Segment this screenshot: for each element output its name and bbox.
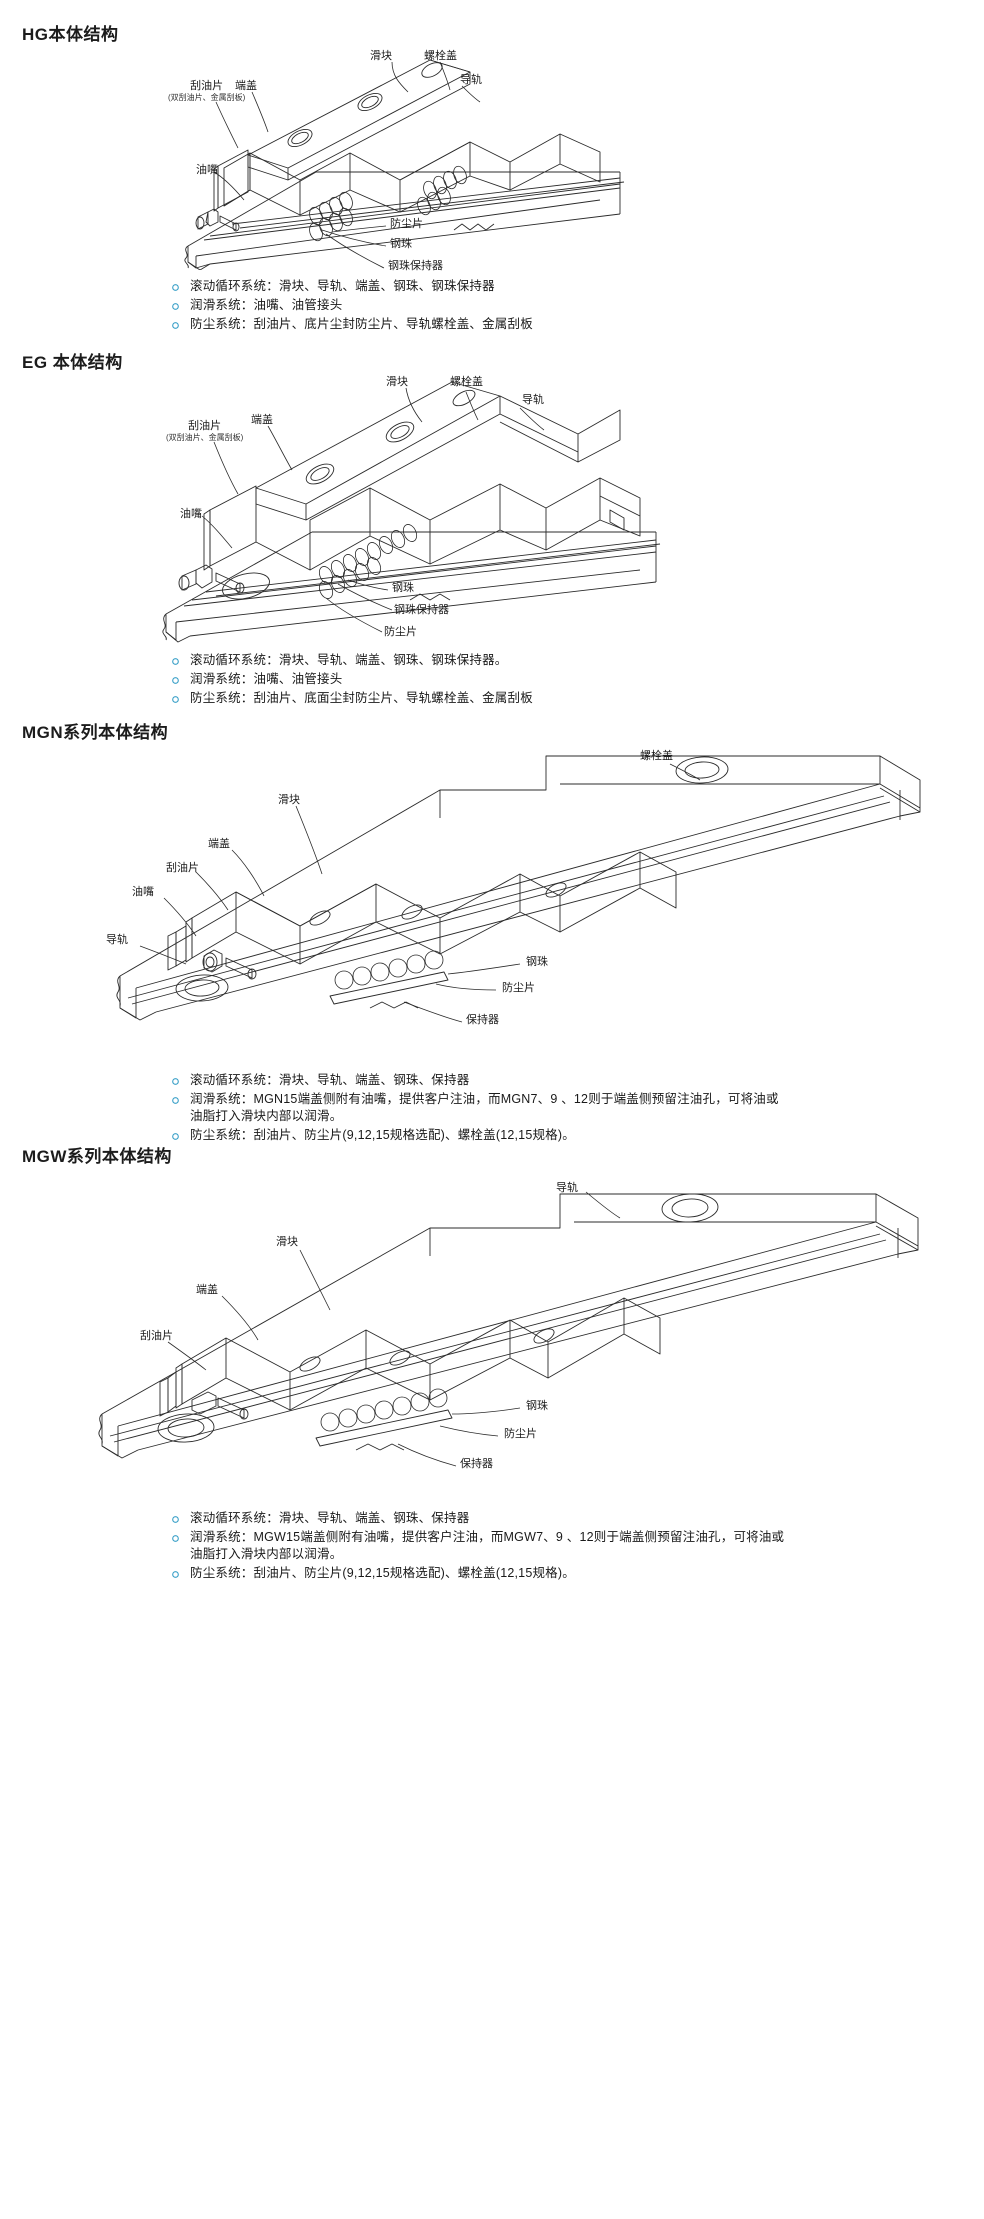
label-steel-ball: 钢珠 xyxy=(526,956,548,968)
bullet-item: 润滑系统：MGW15端盖侧附有油嘴，提供客户注油，而MGW7、9 、12则于端盖… xyxy=(172,1529,790,1563)
section-mgn: MGN系列本体结构 xyxy=(0,700,984,1142)
label-ball-retainer: 钢珠保持器 xyxy=(394,604,449,616)
label-bolt-cap: 螺栓盖 xyxy=(424,50,457,62)
label-rail: 导轨 xyxy=(522,394,544,406)
figure-mgn: 螺栓盖 滑块 端盖 刮油片 油嘴 导轨 钢珠 防尘片 保持器 xyxy=(0,740,984,1070)
label-steel-ball: 钢珠 xyxy=(526,1400,548,1412)
bullet-item: 滚动循环系统：滑块、导轨、端盖、钢珠、保持器 xyxy=(172,1510,790,1527)
label-end-cap: 端盖 xyxy=(208,838,230,850)
bullet-text: 防尘系统：刮油片、防尘片(9,12,15规格选配)、螺栓盖(12,15规格)。 xyxy=(190,1566,575,1580)
bullet-item: 防尘系统：刮油片、防尘片(9,12,15规格选配)、螺栓盖(12,15规格)。 xyxy=(172,1127,790,1144)
label-bolt-cap: 螺栓盖 xyxy=(450,376,483,388)
bullet-text: 润滑系统：MGW15端盖侧附有油嘴，提供客户注油，而MGW7、9 、12则于端盖… xyxy=(190,1530,785,1561)
bullet-item: 润滑系统：油嘴、油管接头 xyxy=(172,297,533,314)
label-end-cap: 端盖 xyxy=(196,1284,218,1296)
bullet-text: 防尘系统：刮油片、防尘片(9,12,15规格选配)、螺栓盖(12,15规格)。 xyxy=(190,1128,575,1142)
bullet-circle-icon xyxy=(172,671,190,684)
bullet-circle-icon xyxy=(172,1565,190,1578)
bullet-circle-icon xyxy=(172,297,190,310)
bullet-text: 滚动循环系统：滑块、导轨、端盖、钢珠、钢珠保持器 xyxy=(190,279,495,293)
bullet-list-hg: 滚动循环系统：滑块、导轨、端盖、钢珠、钢珠保持器 润滑系统：油嘴、油管接头 防尘… xyxy=(0,278,533,335)
bullet-list-mgn: 滚动循环系统：滑块、导轨、端盖、钢珠、保持器 润滑系统：MGN15端盖侧附有油嘴… xyxy=(0,1072,790,1146)
bullet-list-mgw: 滚动循环系统：滑块、导轨、端盖、钢珠、保持器 润滑系统：MGW15端盖侧附有油嘴… xyxy=(0,1510,790,1584)
bullet-circle-icon xyxy=(172,690,190,703)
bullet-item: 润滑系统：油嘴、油管接头 xyxy=(172,671,533,688)
label-steel-ball: 钢珠 xyxy=(392,582,414,594)
label-end-cap: 端盖 xyxy=(251,414,273,426)
mgn-drawing xyxy=(116,755,921,1021)
label-oil-scraper: 刮油片 (双刮油片、金属刮板) xyxy=(168,80,246,102)
label-end-cap: 端盖 xyxy=(235,80,257,92)
bullet-text: 防尘系统：刮油片、底面尘封防尘片、导轨螺栓盖、金属刮板 xyxy=(190,691,533,705)
section-mgw: MGW系列本体结构 xyxy=(0,1130,984,2219)
figure-hg: 滑块 螺栓盖 导轨 端盖 刮油片 (双刮油片、金属刮板) 油嘴 防尘片 钢珠 钢… xyxy=(0,40,984,272)
label-slider: 滑块 xyxy=(278,794,300,806)
label-dust-proof-sheet: 防尘片 xyxy=(502,982,535,994)
bullet-text: 润滑系统：油嘴、油管接头 xyxy=(190,298,343,312)
bullet-text: 滚动循环系统：滑块、导轨、端盖、钢珠、保持器 xyxy=(190,1073,470,1087)
bullet-item: 防尘系统：刮油片、防尘片(9,12,15规格选配)、螺栓盖(12,15规格)。 xyxy=(172,1565,790,1582)
bullet-item: 滚动循环系统：滑块、导轨、端盖、钢珠、钢珠保持器 xyxy=(172,278,533,295)
label-dust-proof-sheet: 防尘片 xyxy=(504,1428,537,1440)
label-slider: 滑块 xyxy=(386,376,408,388)
bullet-circle-icon xyxy=(172,1529,190,1542)
bullet-text: 润滑系统：油嘴、油管接头 xyxy=(190,672,343,686)
label-retainer: 保持器 xyxy=(466,1014,499,1026)
bullet-circle-icon xyxy=(172,652,190,665)
bullet-list-eg: 滚动循环系统：滑块、导轨、端盖、钢珠、钢珠保持器。 润滑系统：油嘴、油管接头 防… xyxy=(0,652,533,709)
bullet-text: 滚动循环系统：滑块、导轨、端盖、钢珠、保持器 xyxy=(190,1511,470,1525)
bullet-item: 防尘系统：刮油片、底面尘封防尘片、导轨螺栓盖、金属刮板 xyxy=(172,690,533,707)
bullet-text: 润滑系统：MGN15端盖侧附有油嘴，提供客户注油，而MGN7、9 、12则于端盖… xyxy=(190,1092,779,1123)
section-title-eg: EG 本体结构 xyxy=(22,353,123,372)
bullet-circle-icon xyxy=(172,316,190,329)
label-oil-scraper: 刮油片 xyxy=(166,862,199,874)
section-title-hg: HG本体结构 xyxy=(22,25,119,44)
label-oil-nipple: 油嘴 xyxy=(132,886,154,898)
label-dust-proof-sheet: 防尘片 xyxy=(384,626,417,638)
section-title-mgn: MGN系列本体结构 xyxy=(22,723,169,742)
bullet-text: 滚动循环系统：滑块、导轨、端盖、钢珠、钢珠保持器。 xyxy=(190,653,508,667)
label-rail: 导轨 xyxy=(106,934,128,946)
label-ball-retainer: 钢珠保持器 xyxy=(388,260,443,272)
bullet-item: 滚动循环系统：滑块、导轨、端盖、钢珠、保持器 xyxy=(172,1072,790,1089)
label-rail: 导轨 xyxy=(460,74,482,86)
mgw-drawing xyxy=(98,1193,919,1459)
label-oil-scraper: 刮油片 xyxy=(140,1330,173,1342)
label-bolt-cap: 螺栓盖 xyxy=(640,750,673,762)
label-retainer: 保持器 xyxy=(460,1458,493,1470)
figure-eg: 滑块 螺栓盖 导轨 端盖 刮油片 (双刮油片、金属刮板) 油嘴 钢珠 钢珠保持器… xyxy=(0,370,984,660)
label-oil-nipple: 油嘴 xyxy=(196,164,218,176)
label-oil-nipple: 油嘴 xyxy=(180,508,202,520)
bullet-circle-icon xyxy=(172,1127,190,1140)
section-hg: HG本体结构 xyxy=(0,0,984,340)
bullet-circle-icon xyxy=(172,278,190,291)
section-eg: EG 本体结构 xyxy=(0,340,984,705)
bullet-circle-icon xyxy=(172,1072,190,1085)
label-slider: 滑块 xyxy=(276,1236,298,1248)
bullet-item: 润滑系统：MGN15端盖侧附有油嘴，提供客户注油，而MGN7、9 、12则于端盖… xyxy=(172,1091,790,1125)
eg-drawing xyxy=(162,381,661,643)
label-steel-ball: 钢珠 xyxy=(390,238,412,250)
label-dust-proof-sheet: 防尘片 xyxy=(390,218,423,230)
bullet-item: 滚动循环系统：滑块、导轨、端盖、钢珠、钢珠保持器。 xyxy=(172,652,533,669)
label-oil-scraper: 刮油片 (双刮油片、金属刮板) xyxy=(166,420,244,442)
bullet-item: 防尘系统：刮油片、底片尘封防尘片、导轨螺栓盖、金属刮板 xyxy=(172,316,533,333)
label-slider: 滑块 xyxy=(370,50,392,62)
bullet-circle-icon xyxy=(172,1510,190,1523)
section-title-mgw: MGW系列本体结构 xyxy=(22,1147,172,1166)
label-rail: 导轨 xyxy=(556,1182,578,1194)
figure-mgw: 导轨 滑块 端盖 刮油片 钢珠 防尘片 保持器 xyxy=(0,1170,984,1500)
hg-drawing xyxy=(184,59,625,270)
bullet-text: 防尘系统：刮油片、底片尘封防尘片、导轨螺栓盖、金属刮板 xyxy=(190,317,533,331)
bullet-circle-icon xyxy=(172,1091,190,1104)
